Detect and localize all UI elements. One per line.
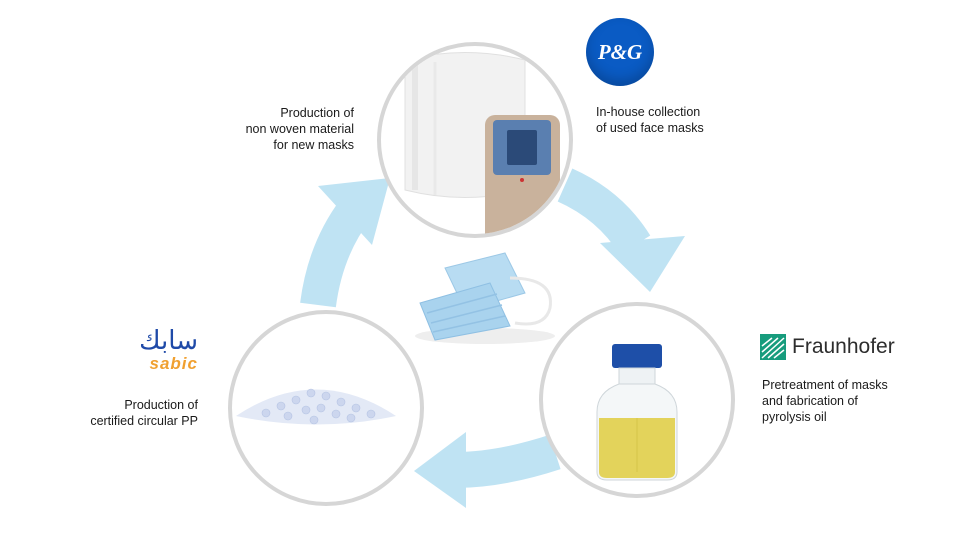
pg-logo: P&G: [586, 18, 654, 86]
caption-line: for new masks: [273, 138, 354, 152]
caption-line: and fabrication of: [762, 394, 858, 408]
caption-line: Production of: [124, 398, 198, 412]
fraunhofer-logo: Fraunhofer: [760, 334, 895, 360]
face-masks-image: [415, 252, 555, 344]
oil-bottle-circle-image: [539, 302, 735, 498]
caption-line: certified circular PP: [90, 414, 198, 428]
caption-pretreatment: Pretreatment of masks and fabrication of…: [762, 377, 932, 425]
sabic-latin-text: sabic: [149, 354, 198, 373]
caption-line: non woven material: [245, 122, 354, 136]
caption-line: In-house collection: [596, 105, 701, 119]
caption-line: of used face masks: [596, 121, 704, 135]
arrow-right-icon: [557, 168, 685, 292]
caption-production-nonwoven: Production of non woven material for new…: [206, 105, 354, 153]
arrow-left-icon: [300, 178, 390, 308]
caption-circular-pp: Production of certified circular PP: [58, 397, 198, 429]
caption-line: Pretreatment of masks: [762, 378, 888, 392]
top-circle-image: [377, 42, 573, 238]
caption-line: pyrolysis oil: [762, 410, 827, 424]
arrow-bottom-icon: [414, 432, 561, 508]
sabic-arabic-text: سابك: [139, 326, 198, 356]
caption-line: Production of: [280, 106, 354, 120]
caption-collection: In-house collection of used face masks: [596, 104, 756, 136]
pg-logo-text: P&G: [597, 39, 643, 64]
fraunhofer-mark-icon: [760, 334, 786, 360]
fraunhofer-wordmark: Fraunhofer: [792, 335, 895, 358]
sabic-logo: سابك sabic: [98, 328, 198, 374]
pellets-circle-image: [228, 310, 424, 506]
